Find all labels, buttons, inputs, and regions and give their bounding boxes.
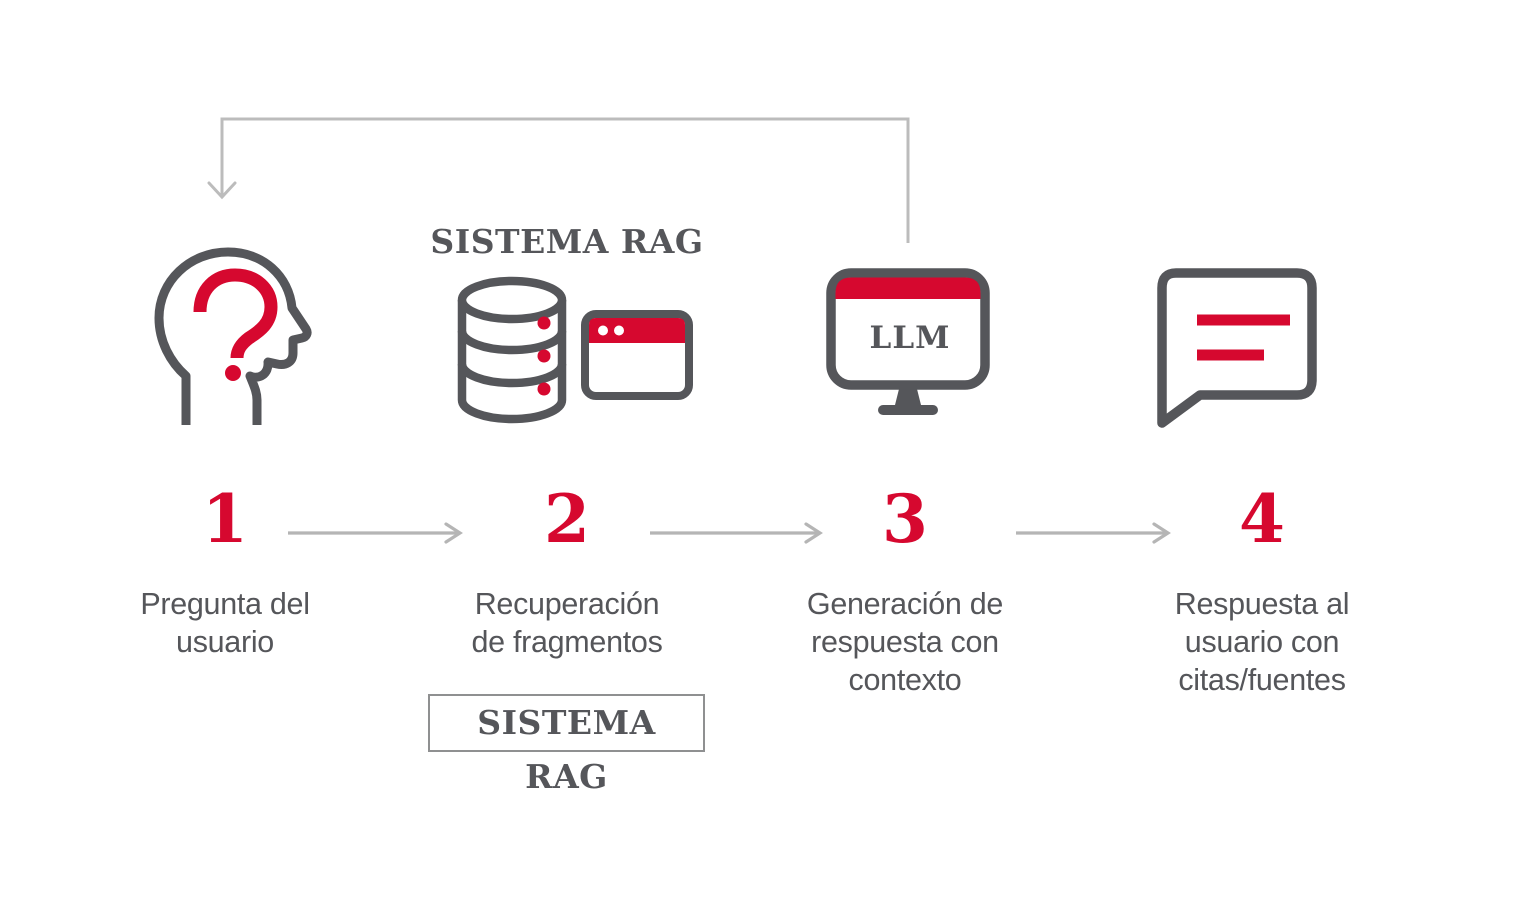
step-1-label-line: Pregunta del [140, 587, 310, 621]
database-icon [457, 276, 567, 424]
step-3-label-line: Generación de [806, 587, 1004, 621]
step-4-number: 4 [1239, 480, 1285, 558]
rag-system-title: SISTEMA RAG [430, 222, 704, 261]
step-3-label: Generación de respuesta con contexto [735, 585, 1075, 699]
step-4-label-line: Respuesta al [1174, 587, 1350, 621]
arrow-step3-step4 [1016, 522, 1171, 544]
step-4-label-line: usuario con [1184, 625, 1340, 659]
step-4-label-line: citas/fuentes [1178, 663, 1346, 697]
arrow-step1-step2 [288, 522, 463, 544]
step-1-label: Pregunta del usuario [55, 585, 395, 661]
browser-window-icon [581, 310, 693, 400]
user-head-question-icon [154, 247, 312, 425]
step-1-number: 1 [202, 480, 248, 558]
step-2-label-line: de fragmentos [471, 625, 663, 659]
step-3-label-line: contexto [848, 663, 962, 697]
step-3-label-line: respuesta con [811, 625, 999, 659]
step-1-label-line: usuario [176, 625, 274, 659]
step-2-label-line: Recuperación [474, 587, 660, 621]
step-4-label: Respuesta al usuario con citas/fuentes [1092, 585, 1432, 699]
step-3-number: 3 [882, 480, 928, 558]
llm-monitor-icon: LLM [826, 268, 990, 415]
rag-system-badge: SISTEMA RAG [428, 694, 705, 796]
step-2-label: Recuperación de fragmentos [397, 585, 737, 661]
llm-label: LLM [870, 320, 951, 356]
step-2-number: 2 [544, 480, 590, 558]
arrow-step2-step3 [650, 522, 823, 544]
question-mark-icon [193, 268, 278, 359]
chat-bubble-icon [1157, 268, 1317, 428]
